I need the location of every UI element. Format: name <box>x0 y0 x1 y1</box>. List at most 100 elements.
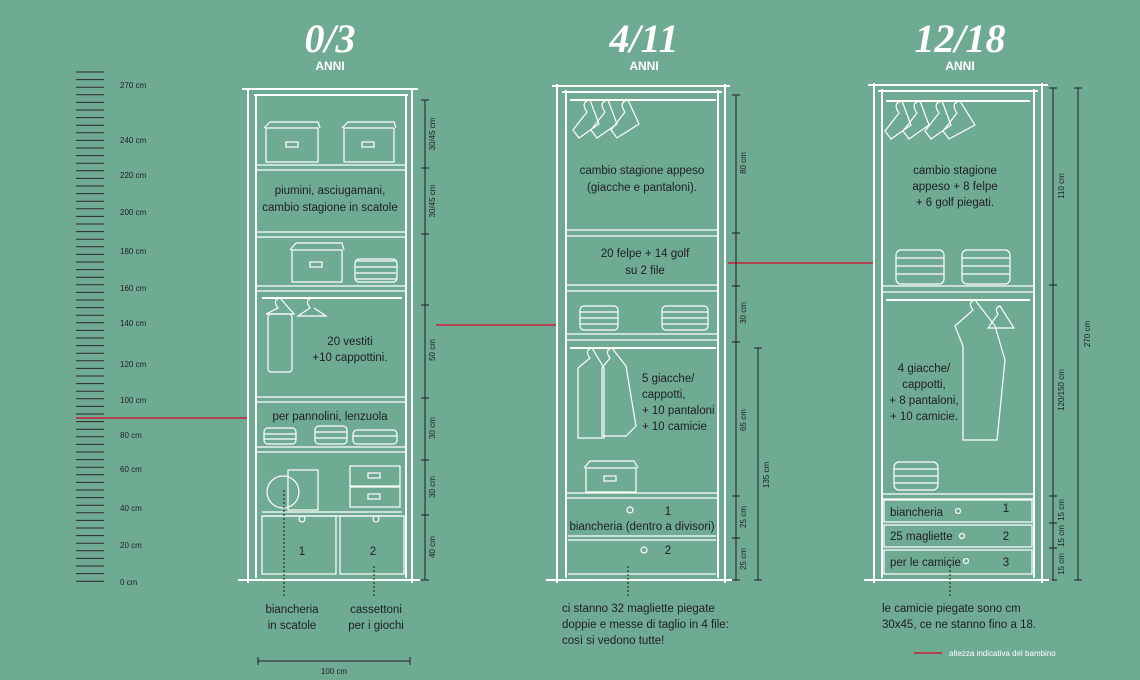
dimension-label: 30/45 cm <box>428 117 437 150</box>
scale-label: 20 cm <box>120 541 142 550</box>
coat-icon <box>954 299 1016 441</box>
dimension-label: 50 cm <box>428 339 437 361</box>
width-dimension <box>257 657 411 665</box>
caption: così si vedono tutte! <box>562 635 664 647</box>
shelf-label: +10 cappottini. <box>312 352 387 364</box>
height-scale <box>76 71 104 582</box>
dimension-label: 30 cm <box>739 302 748 324</box>
hanger-icon <box>265 297 328 373</box>
dimension-line <box>732 94 762 581</box>
folded-clothes-icon <box>352 429 398 445</box>
storage-box-icon <box>263 121 321 163</box>
drawer-box-icon <box>349 465 401 508</box>
shelf-label: piumini, asciugamani, <box>275 185 386 197</box>
shelf-label: cambio stagione in scatole <box>262 202 398 214</box>
caption: 30x45, ce ne stanno fino a 18. <box>882 619 1036 631</box>
caption: cassettoni <box>350 604 402 616</box>
caption: per i giochi <box>348 620 404 632</box>
dimension-label: 40 cm <box>428 536 437 558</box>
dimension-label: 135 cm <box>762 462 771 489</box>
drawer-number: 2 <box>665 545 671 557</box>
shelf-label: + 10 pantaloni <box>642 405 715 417</box>
scale-label: 220 cm <box>120 171 147 180</box>
shelf-label: + 10 camicie <box>642 421 707 433</box>
height-scale-labels: 270 cm 240 cm 220 cm 200 cm 180 cm 160 c… <box>120 81 147 587</box>
dimension-label: 65 cm <box>739 409 748 431</box>
dimension-label: 270 cm <box>1083 321 1092 348</box>
dimension-label: 25 cm <box>739 506 748 528</box>
dimension-label: 30 cm <box>428 476 437 498</box>
dimension-label: 15 cm <box>1057 553 1066 575</box>
wardrobe-12-18: 12/18 ANNI <box>864 16 1092 631</box>
shelf-label: appeso + 8 felpe <box>912 181 997 193</box>
shelf-label: + 10 camicie. <box>890 411 958 423</box>
shelf-label: (giacche e pantaloni). <box>587 182 697 194</box>
caption: ci stanno 32 magliette piegate <box>562 603 715 615</box>
storage-box-icon <box>583 460 639 493</box>
shelf-label: su 2 file <box>625 265 665 277</box>
caption: biancheria <box>265 604 319 616</box>
drawer-number: 1 <box>665 506 671 518</box>
drawer-label: 25 magliette <box>890 531 953 543</box>
age-subtitle: ANNI <box>315 59 344 73</box>
folded-clothes-icon <box>354 258 398 283</box>
drawer-number: 1 <box>1003 503 1009 515</box>
scale-label: 240 cm <box>120 136 147 145</box>
age-title: 0/3 <box>304 16 355 61</box>
hanger-icon <box>572 99 640 139</box>
scale-label: 40 cm <box>120 504 142 513</box>
caption: in scatole <box>268 620 317 632</box>
drawer-number: 3 <box>1003 557 1009 569</box>
scale-label: 160 cm <box>120 284 147 293</box>
scale-label: 100 cm <box>120 396 147 405</box>
shelf-label: cambio stagione <box>913 165 997 177</box>
scale-label: 80 cm <box>120 431 142 440</box>
wardrobe-4-11: 4/11 ANNI <box>546 16 771 647</box>
storage-box-icon <box>341 121 397 163</box>
laundry-basket-icon <box>266 469 319 511</box>
drawer-label: biancheria <box>890 507 944 519</box>
width-label: 100 cm <box>321 667 348 676</box>
dimension-label: 80 cm <box>739 152 748 174</box>
folded-clothes-icon <box>895 249 945 285</box>
shelf-label: 5 giacche/ <box>642 373 695 385</box>
storage-box-icon <box>289 242 345 283</box>
caption: doppie e messe di taglio in 4 file: <box>562 619 729 631</box>
drawer-number: 2 <box>370 546 376 558</box>
dimension-label: 15 cm <box>1057 499 1066 521</box>
dimension-label: 15 cm <box>1057 525 1066 547</box>
scale-label: 140 cm <box>120 319 147 328</box>
drawer-label: per le camicie <box>890 557 961 569</box>
folded-clothes-icon <box>314 425 348 445</box>
scale-label: 120 cm <box>120 360 147 369</box>
folded-clothes-icon <box>661 305 709 331</box>
drawer-label: biancheria (dentro a divisori) <box>569 521 714 533</box>
age-subtitle: ANNI <box>945 59 974 73</box>
legend-label: altezza indicativa del bambino <box>949 649 1056 658</box>
wardrobe-frame <box>238 88 420 583</box>
shelf-label: + 6 golf piegati. <box>916 197 994 209</box>
folded-clothes-icon <box>579 305 619 331</box>
shelf-label: 20 felpe + 14 golf <box>601 248 690 260</box>
dimension-line <box>421 99 429 581</box>
shelf-label: + 8 pantaloni, <box>889 395 958 407</box>
shelf-label: 4 giacche/ <box>898 363 951 375</box>
wardrobe-frame <box>546 84 732 583</box>
scale-label: 60 cm <box>120 465 142 474</box>
shelf-label: cappotti, <box>902 379 945 391</box>
age-title: 4/11 <box>609 16 679 61</box>
drawer-number: 2 <box>1003 531 1009 543</box>
scale-label: 270 cm <box>120 81 147 90</box>
age-title: 12/18 <box>914 16 1005 61</box>
scale-label: 200 cm <box>120 208 147 217</box>
shelf-label: cambio stagione appeso <box>580 165 705 177</box>
caption: le camicie piegate sono cm <box>882 603 1021 615</box>
dimension-label: 110 cm <box>1057 173 1066 199</box>
wardrobe-frame <box>864 83 1052 583</box>
dimension-line <box>1049 87 1082 581</box>
shelf-label: per pannolini, lenzuola <box>272 411 388 423</box>
folded-clothes-icon <box>961 249 1011 285</box>
age-subtitle: ANNI <box>629 59 658 73</box>
coat-icon <box>577 347 637 439</box>
